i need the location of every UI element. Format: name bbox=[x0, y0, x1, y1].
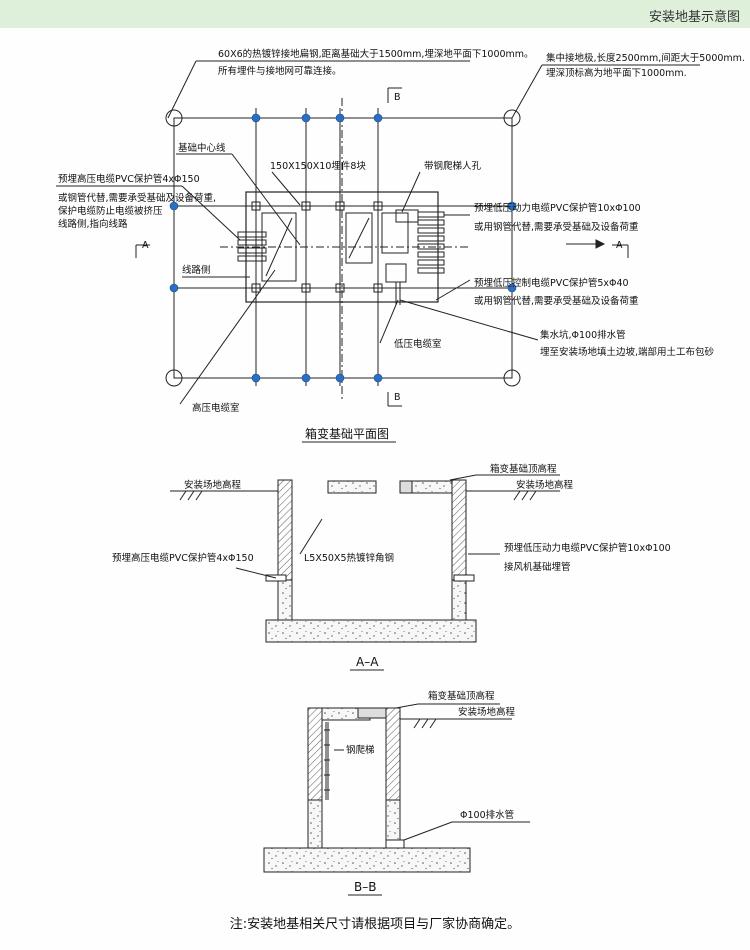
note-ground-rod-2: 埋深顶标高为地平面下1000mm. bbox=[546, 67, 687, 79]
label-sump-2: 埋至安装场地填土边坡,端部用土工布包砂 bbox=[540, 346, 715, 358]
aa-site-elevation-left: 安装场地高程 bbox=[184, 479, 242, 491]
label-lv-power-pipe: 预埋低压动力电缆PVC保护管10xΦ100 bbox=[474, 202, 641, 214]
note-ground-steel-2: 所有埋件与接地网可靠连接。 bbox=[218, 65, 342, 77]
lv-pipe-bundle bbox=[417, 211, 445, 274]
embedded-plate bbox=[251, 283, 261, 293]
embedded-plate bbox=[301, 283, 311, 293]
aa-hv-pipe: 预埋高压电缆PVC保护管4xΦ150 bbox=[112, 552, 254, 564]
label-ladder-manhole: 带钢爬梯人孔 bbox=[424, 160, 482, 172]
sump-pit bbox=[385, 263, 407, 283]
plan-title: 箱变基础平面图 bbox=[305, 426, 389, 441]
bb-box-top: 箱变基础顶高程 bbox=[428, 690, 495, 702]
aa-box-top: 箱变基础顶高程 bbox=[490, 463, 557, 475]
note-ground-rod-1: 集中接地极,长度2500mm,间距大于5000mm. bbox=[546, 52, 745, 64]
manhole bbox=[395, 209, 419, 223]
section-mark-a-right: A bbox=[616, 240, 623, 251]
section-aa-labels: 安装场地高程 箱变基础顶高程 安装场地高程 L5X50X5热镀锌角钢 预埋高压电… bbox=[112, 463, 671, 671]
ground-rod-icon bbox=[503, 109, 521, 127]
section-aa bbox=[170, 474, 560, 643]
bb-ladder: 钢爬梯 bbox=[346, 744, 375, 756]
label-foundation-center: 基础中心线 bbox=[178, 142, 226, 154]
note-ground-steel-1: 60X6的热镀锌接地扁钢,距离基础大于1500mm,埋深地平面下1000mm。 bbox=[218, 48, 534, 60]
section-aa-title: A–A bbox=[356, 655, 379, 669]
bb-site-elevation: 安装场地高程 bbox=[458, 706, 516, 718]
aa-site-elevation-right: 安装场地高程 bbox=[516, 479, 574, 491]
lv-cable-room bbox=[345, 212, 373, 264]
section-bb-title: B–B bbox=[354, 880, 376, 894]
aa-lv-pipe: 预埋低压动力电缆PVC保护管10xΦ100 bbox=[504, 542, 671, 554]
ground-grid-nodes bbox=[169, 113, 517, 383]
label-hv-pipe-4: 线路侧,指向线路 bbox=[58, 218, 128, 230]
hv-cable-room bbox=[261, 212, 297, 282]
embedded-plate bbox=[373, 201, 383, 211]
label-lv-control-alt: 或用钢管代替,需要承受基础及设备荷重 bbox=[474, 295, 639, 307]
label-hv-pipe-3: 保护电缆防止电缆被挤压 bbox=[58, 205, 163, 217]
label-hv-pipe-1: 预埋高压电缆PVC保护管4xΦ150 bbox=[58, 173, 200, 185]
ground-rod-icon bbox=[165, 369, 183, 387]
aa-fan-pipe: 接风机基础埋管 bbox=[504, 561, 571, 573]
drawing-sheet: 60X6的热镀锌接地扁钢,距离基础大于1500mm,埋深地平面下1000mm。 … bbox=[0, 28, 750, 950]
label-hv-room: 高压电缆室 bbox=[192, 402, 240, 414]
embedded-plate bbox=[373, 283, 383, 293]
label-lv-power-alt: 或用钢管代替,需要承受基础及设备荷重 bbox=[474, 221, 639, 233]
label-lv-control-pipe: 预埋低压控制电缆PVC保护管5xΦ40 bbox=[474, 277, 629, 289]
label-hv-pipe-2: 或钢管代替,需要承受基础及设备荷重, bbox=[58, 192, 216, 204]
section-bb bbox=[263, 703, 530, 873]
plan-view bbox=[56, 60, 700, 407]
ground-rod-icon bbox=[503, 369, 521, 387]
aa-angle-steel: L5X50X5热镀锌角钢 bbox=[304, 552, 394, 564]
section-mark-b-bottom: B bbox=[394, 392, 401, 403]
hv-pipe-bundle bbox=[237, 231, 267, 262]
ground-rod-icon bbox=[165, 109, 183, 127]
ground-grid-outline bbox=[173, 117, 513, 379]
label-embedded-parts: 150X150X10埋件8块 bbox=[270, 160, 366, 172]
label-line-side: 线路侧 bbox=[182, 264, 211, 276]
section-bb-labels: 箱变基础顶高程 安装场地高程 钢爬梯 Φ100排水管 B–B bbox=[346, 690, 516, 896]
embedded-plate bbox=[301, 201, 311, 211]
footer-note: 注:安装地基相关尺寸请根据项目与厂家协商确定。 bbox=[229, 917, 521, 932]
embedded-plate bbox=[335, 201, 345, 211]
plan-labels: 60X6的热镀锌接地扁钢,距离基础大于1500mm,埋深地平面下1000mm。 … bbox=[58, 48, 745, 443]
drawing-canvas: 60X6的热镀锌接地扁钢,距离基础大于1500mm,埋深地平面下1000mm。 … bbox=[56, 48, 745, 896]
bb-drain: Φ100排水管 bbox=[460, 809, 514, 821]
embedded-plate bbox=[335, 283, 345, 293]
label-sump-1: 集水坑,Φ100排水管 bbox=[540, 329, 626, 341]
section-mark-a-left: A bbox=[142, 240, 149, 251]
page-header-title: 安装地基示意图 bbox=[648, 10, 740, 25]
label-lv-room: 低压电缆室 bbox=[394, 338, 442, 350]
page-header: 安装地基示意图 bbox=[0, 0, 750, 29]
embedded-plate bbox=[251, 201, 261, 211]
section-mark-b-top: B bbox=[394, 92, 401, 103]
